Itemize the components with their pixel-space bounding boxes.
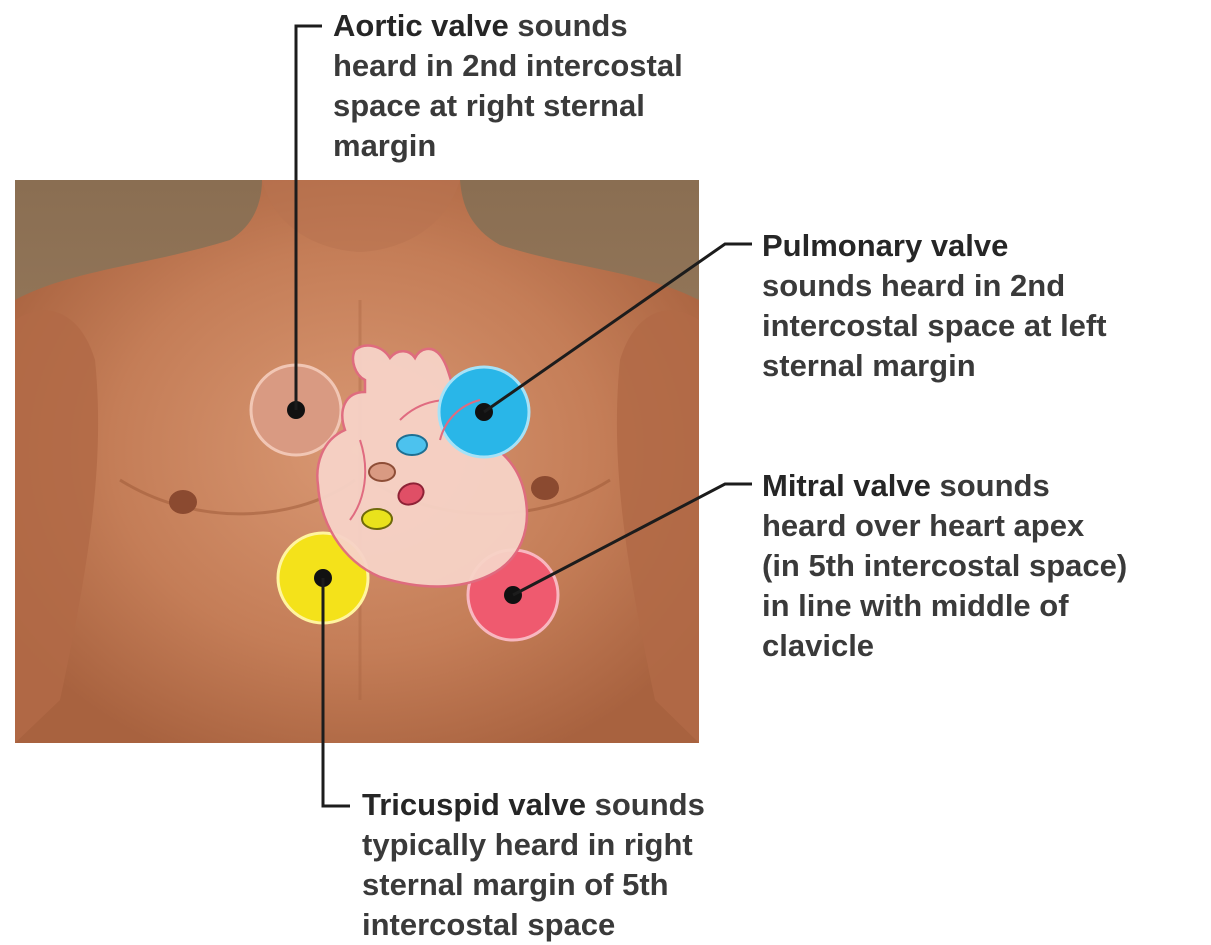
aortic-valve-label: Aortic valve sounds heard in 2nd interco… [333, 6, 683, 166]
tricuspid-valve-title-rest: sounds [586, 787, 705, 822]
pulmonary-valve-icon [397, 435, 427, 455]
pulmonary-valve-title: Pulmonary valve [762, 226, 1107, 266]
tricuspid-valve-icon [362, 509, 392, 529]
pulmonary-valve-label: Pulmonary valve sounds heard in 2nd inte… [762, 226, 1107, 386]
mitral-valve-label: Mitral valve sounds heard over heart ape… [762, 466, 1127, 666]
aortic-valve-line: margin [333, 126, 683, 166]
tricuspid-valve-label: Tricuspid valve sounds typically heard i… [362, 785, 705, 945]
mitral-valve-line: in line with middle of [762, 586, 1127, 626]
tricuspid-valve-line: sternal margin of 5th [362, 865, 705, 905]
aortic-valve-title: Aortic valve [333, 8, 509, 43]
pulmonary-valve-line: intercostal space at left [762, 306, 1107, 346]
aortic-valve-line: space at right sternal [333, 86, 683, 126]
mitral-valve-line: heard over heart apex [762, 506, 1127, 546]
tricuspid-valve-line: typically heard in right [362, 825, 705, 865]
mitral-valve-line: (in 5th intercostal space) [762, 546, 1127, 586]
tricuspid-valve-title: Tricuspid valve [362, 787, 586, 822]
mitral-valve-line: clavicle [762, 626, 1127, 666]
nipple-left [531, 476, 559, 500]
mitral-valve-title-rest: sounds [931, 468, 1050, 503]
aortic-valve-title-rest: sounds [509, 8, 628, 43]
tricuspid-valve-line: intercostal space [362, 905, 705, 945]
aortic-valve-icon [369, 463, 395, 481]
pulmonary-valve-line: sternal margin [762, 346, 1107, 386]
nipple-right [169, 490, 197, 514]
aortic-valve-line: heard in 2nd intercostal [333, 46, 683, 86]
pulmonary-valve-line: sounds heard in 2nd [762, 266, 1107, 306]
mitral-valve-title: Mitral valve [762, 468, 931, 503]
